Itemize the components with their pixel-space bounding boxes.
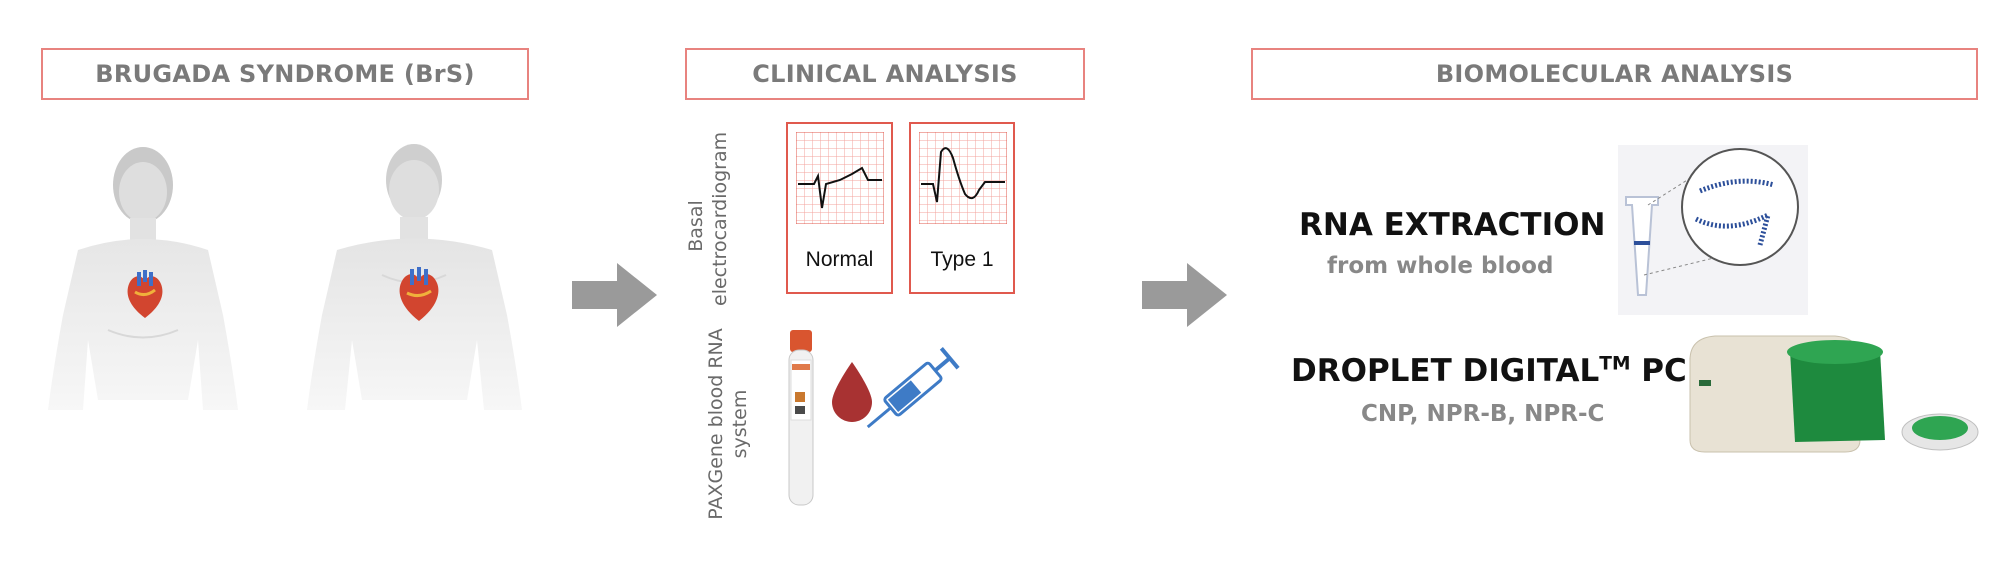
ecg-normal-trace: [796, 132, 884, 224]
ecg-card-normal: Normal: [786, 122, 893, 294]
microtube-icon: [1618, 145, 1808, 315]
syringe-icon: [866, 347, 960, 429]
man-silhouette-icon: [307, 144, 522, 410]
ddpcr-title-main: DROPLET DIGITAL: [1291, 353, 1600, 389]
brugada-header: BRUGADA SYNDROME (BrS): [41, 48, 529, 100]
rna-extraction-title: RNA EXTRACTION: [1299, 207, 1606, 243]
ddpcr-title: DROPLET DIGITALTM PCR: [1291, 353, 1711, 389]
arrow-right-icon: [572, 263, 657, 327]
clinical-header: CLINICAL ANALYSIS: [685, 48, 1085, 100]
heart-icon: [127, 270, 163, 318]
blood-side-label: PAXGene blood RNA system: [704, 324, 756, 524]
ddpcr-title-sup: TM: [1599, 353, 1631, 375]
biomolecular-title: BIOMOLECULAR ANALYSIS: [1435, 60, 1794, 88]
blood-drop-icon: [832, 362, 872, 422]
blood-side-label-line1: PAXGene blood RNA: [705, 328, 727, 520]
ecg-normal-label: Normal: [805, 248, 874, 271]
rna-strands-icon: [1694, 178, 1775, 246]
ddpcr-subtitle: CNP, NPR-B, NPR-C: [1361, 401, 1605, 427]
blood-tube-icon: [788, 330, 814, 506]
woman-silhouette-icon: [48, 147, 238, 410]
ecg-type1-label: Type 1: [930, 248, 994, 271]
ecg-side-label-line1: Basal: [685, 200, 707, 252]
ecg-type1-trace: [919, 132, 1007, 224]
ecg-side-label: Basal electrocardiogram: [684, 131, 736, 306]
ecg-card-type1: Type 1: [909, 122, 1015, 294]
ddpcr-instrument-icon: [1689, 335, 1979, 453]
biomolecular-header: BIOMOLECULAR ANALYSIS: [1251, 48, 1978, 100]
heart-icon: [399, 267, 439, 321]
ecg-side-label-line2: electrocardiogram: [709, 131, 731, 306]
rna-extraction-subtitle: from whole blood: [1327, 253, 1554, 279]
blood-side-label-line2: system: [729, 389, 751, 459]
clinical-title: CLINICAL ANALYSIS: [752, 60, 1018, 88]
arrow-right-icon: [1142, 263, 1227, 327]
brugada-title: BRUGADA SYNDROME (BrS): [95, 60, 475, 88]
